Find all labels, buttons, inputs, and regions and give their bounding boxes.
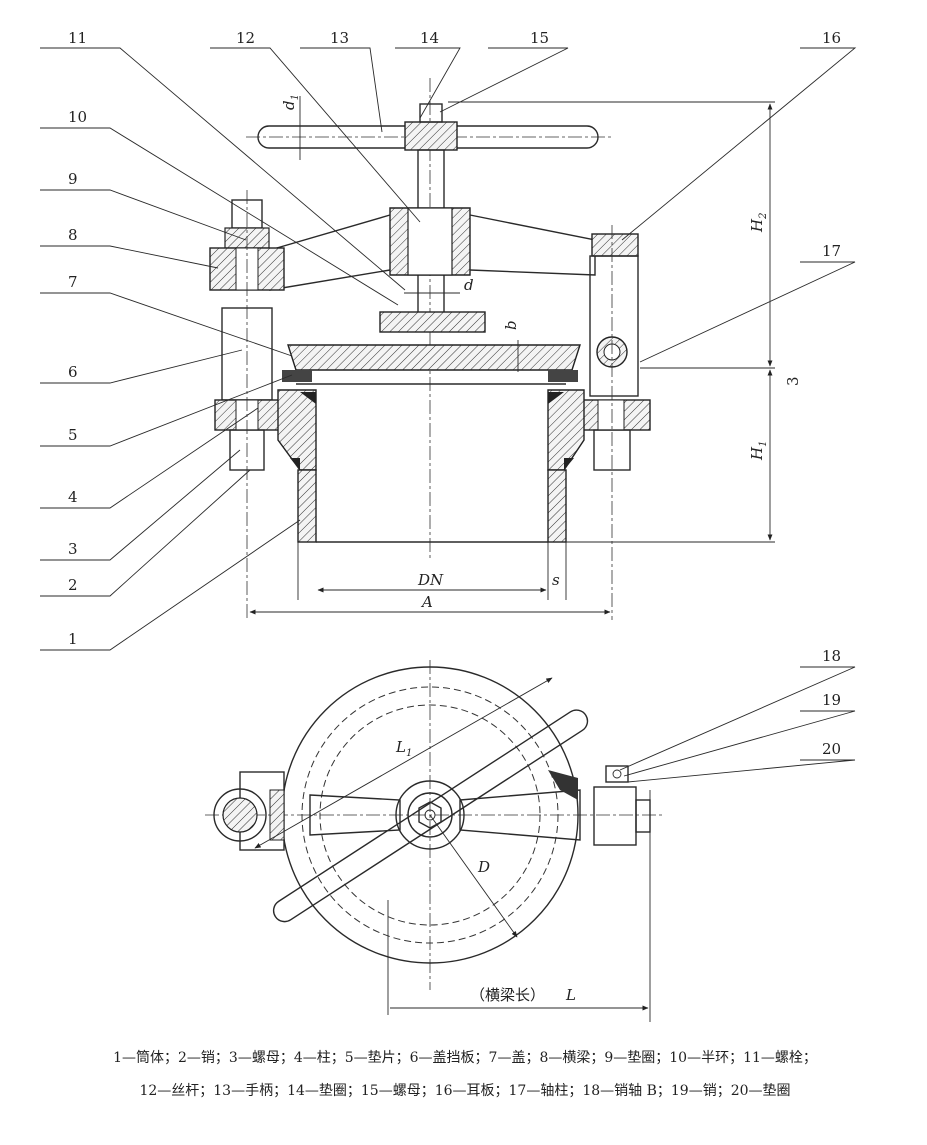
dim-label-H1: H1 [748, 441, 769, 461]
leader-18 [619, 666, 856, 771]
label-5: 5 [68, 426, 78, 444]
right-pivot-post [589, 255, 639, 397]
right-hinge-body [593, 786, 637, 846]
label-20: 20 [822, 740, 841, 758]
weld-left-bottom [290, 458, 300, 470]
dimension-labels: d1 d b H2 H1 3 DN s A L1 D （横梁长） L [280, 94, 802, 1004]
dim-label-DN: DN [417, 571, 444, 589]
crossbeam-bore [407, 207, 453, 276]
label-2: 2 [68, 576, 78, 594]
label-16: 16 [822, 29, 841, 47]
weld-right-top [548, 392, 564, 404]
leader-19 [623, 710, 856, 777]
leader-20 [627, 759, 856, 783]
dim-label-H2: H2 [748, 213, 769, 233]
cover [287, 344, 581, 371]
right-weld [548, 770, 578, 800]
shell-right-wall [547, 469, 567, 543]
label-3: 3 [68, 540, 78, 558]
dim-label-3: 3 [784, 376, 802, 386]
right-nut-bottom [593, 429, 631, 471]
ear-plate [591, 233, 639, 257]
label-8: 8 [68, 226, 78, 244]
dim-D [429, 814, 518, 938]
dim-label-L1: L1 [395, 738, 412, 759]
label-7: 7 [68, 273, 78, 291]
label-12: 12 [236, 29, 255, 47]
label-9: 9 [68, 170, 78, 188]
gasket-right [548, 370, 578, 382]
weld-left-top [300, 392, 316, 404]
part-number-labels: 11 12 13 14 15 16 17 10 9 8 7 6 5 4 3 2 … [68, 29, 841, 758]
nut-cap [419, 103, 443, 123]
label-19: 19 [822, 691, 841, 709]
legend-line-2: 12—丝杆；13—手柄；14—垫圈；15—螺母；16—耳板；17—轴柱；18—销… [139, 1083, 791, 1099]
label-18: 18 [822, 647, 841, 665]
label-13: 13 [330, 29, 349, 47]
right-hinge-knob [635, 799, 651, 833]
dim-label-D: D [477, 858, 490, 876]
right-lug-bore [597, 399, 625, 431]
dim-label-d1: d1 [280, 94, 301, 110]
nut-top [404, 121, 458, 151]
top-view [205, 660, 856, 1022]
dim-label-d: d [464, 276, 474, 294]
front-section-view [40, 47, 857, 651]
pin-hole [612, 769, 622, 779]
label-6: 6 [68, 363, 78, 381]
pin-head-top [605, 765, 629, 783]
label-17: 17 [822, 242, 841, 260]
dim-label-L: L [565, 986, 576, 1004]
dim-label-A: A [420, 593, 433, 611]
dim-label-beam-length: （横梁长） [470, 986, 545, 1004]
left-eye-inner [222, 797, 258, 833]
dim-label-s: s [552, 571, 560, 589]
label-15: 15 [530, 29, 549, 47]
dim-L1 [254, 677, 553, 849]
gasket-left [282, 370, 312, 382]
label-10: 10 [68, 108, 87, 126]
label-4: 4 [68, 488, 78, 506]
label-14: 14 [420, 29, 439, 47]
cover-baffle [379, 311, 486, 333]
shell-left-wall [297, 469, 317, 543]
dim-label-b: b [502, 320, 520, 330]
leader-lines [40, 47, 857, 651]
weld-right-bottom [564, 458, 574, 470]
legend-line-1: 1—筒体；2—销；3—螺母；4—柱；5—垫片；6—盖挡板；7—盖；8—横梁；9—… [113, 1050, 817, 1066]
crossbeam-arm-right [469, 214, 596, 276]
label-1: 1 [68, 630, 78, 648]
label-11: 11 [68, 29, 87, 47]
